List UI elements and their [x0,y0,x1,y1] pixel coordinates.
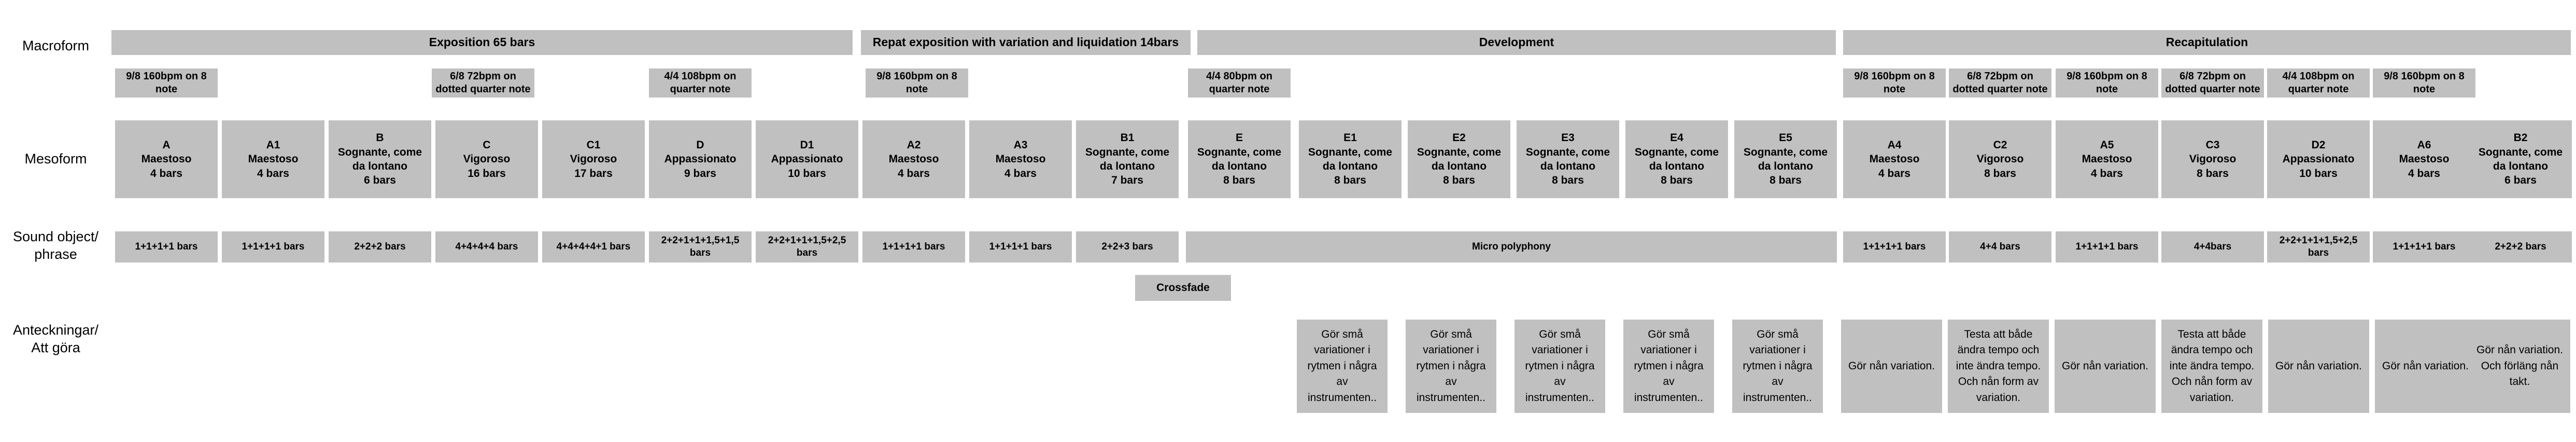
mesoform-section[interactable]: A6 Maestoso 4 bars [2373,120,2475,198]
note-cell[interactable]: Gör nån variation. [2055,320,2156,413]
sound-object-cell[interactable]: 2+2+1+1+1,5+2,5 bars [2267,231,2370,263]
sound-object-cell[interactable]: 2+2+1+1+1,5+2,5 bars [756,231,858,263]
note-cell[interactable]: Gör nån variation. Och förläng nån takt. [2469,320,2570,413]
row-label-notes: Anteckningar/ Att göra [12,322,99,355]
sound-object-cell[interactable]: 1+1+1+1 bars [2056,231,2158,263]
crossfade-marker[interactable]: Crossfade [1135,275,1231,301]
mesoform-section[interactable]: E1 Sognante, come da lontano 8 bars [1299,120,1402,198]
mesoform-section[interactable]: D1 Appassionato 10 bars [756,120,858,198]
note-cell[interactable]: Testa att både ändra tempo och inte ändr… [1948,320,2049,413]
tempo-marking[interactable]: 6/8 72bpm on dotted quarter note [2161,68,2264,98]
macroform-section[interactable]: Recapitulation [1843,30,2571,55]
sound-object-cell[interactable]: 2+2+1+1+1,5+1,5 bars [649,231,752,263]
mesoform-section[interactable]: A Maestoso 4 bars [115,120,218,198]
sound-object-cell[interactable]: 2+2+2 bars [329,231,431,263]
note-cell[interactable]: Gör små variationer i rytmen i några av … [1623,320,1714,413]
note-cell[interactable]: Gör små variationer i rytmen i några av … [1406,320,1496,413]
sound-object-cell[interactable]: 4+4+4+4+1 bars [542,231,645,263]
mesoform-section[interactable]: D Appassionato 9 bars [649,120,752,198]
macroform-section[interactable]: Repat exposition with variation and liqu… [861,30,1191,55]
note-cell[interactable]: Gör nån variation. [2375,320,2476,413]
tempo-marking[interactable]: 9/8 160bpm on 8 note [1843,68,1946,98]
mesoform-section[interactable]: E5 Sognante, come da lontano 8 bars [1734,120,1837,198]
mesoform-section[interactable]: A5 Maestoso 4 bars [2056,120,2158,198]
sound-object-cell[interactable]: 1+1+1+1 bars [222,231,324,263]
mesoform-section[interactable]: A1 Maestoso 4 bars [222,120,324,198]
mesoform-section[interactable]: C3 Vigoroso 8 bars [2161,120,2264,198]
mesoform-section[interactable]: D2 Appassionato 10 bars [2267,120,2370,198]
mesoform-section[interactable]: B2 Sognante, come da lontano 6 bars [2469,120,2572,198]
mesoform-section[interactable]: C2 Vigoroso 8 bars [1949,120,2051,198]
mesoform-section[interactable]: A2 Maestoso 4 bars [862,120,965,198]
note-cell[interactable]: Gör små variationer i rytmen i några av … [1515,320,1605,413]
row-label-sound-object: Sound object/ phrase [12,229,99,262]
mesoform-section[interactable]: E3 Sognante, come da lontano 8 bars [1517,120,1619,198]
tempo-marking[interactable]: 6/8 72bpm on dotted quarter note [1949,68,2051,98]
sound-object-cell[interactable]: 1+1+1+1 bars [2373,231,2475,263]
sound-object-cell[interactable]: 1+1+1+1 bars [862,231,965,263]
tempo-marking[interactable]: 4/4 80bpm on quarter note [1188,68,1291,98]
macroform-section[interactable]: Development [1197,30,1836,55]
sound-object-cell[interactable]: 1+1+1+1 bars [115,231,218,263]
note-cell[interactable]: Gör små variationer i rytmen i några av … [1732,320,1823,413]
note-cell[interactable]: Gör nån variation. [1841,320,1942,413]
mesoform-section[interactable]: A4 Maestoso 4 bars [1843,120,1946,198]
sound-object-cell[interactable]: 4+4+4+4 bars [435,231,538,263]
mesoform-section[interactable]: B1 Sognante, come da lontano 7 bars [1076,120,1179,198]
mesoform-section[interactable]: E Sognante, come da lontano 8 bars [1188,120,1291,198]
row-label-macroform: Macroform [22,38,89,53]
sound-object-cell[interactable]: 2+2+2 bars [2469,231,2572,263]
mesoform-section[interactable]: C Vigoroso 16 bars [435,120,538,198]
tempo-marking[interactable]: 9/8 160bpm on 8 note [2056,68,2158,98]
mesoform-section[interactable]: E4 Sognante, come da lontano 8 bars [1625,120,1728,198]
tempo-marking[interactable]: 6/8 72bpm on dotted quarter note [432,68,534,98]
sound-object-cell[interactable]: 1+1+1+1 bars [1843,231,1946,263]
sound-object-cell[interactable]: 1+1+1+1 bars [969,231,1072,263]
note-cell[interactable]: Testa att både ändra tempo och inte ändr… [2161,320,2262,413]
tempo-marking[interactable]: 9/8 160bpm on 8 note [2373,68,2475,98]
mesoform-section[interactable]: B Sognante, come da lontano 6 bars [329,120,431,198]
sound-object-cell[interactable]: 2+2+3 bars [1076,231,1179,263]
sound-object-cell[interactable]: 4+4bars [2161,231,2264,263]
row-label-mesoform: Mesoform [24,151,87,167]
sound-object-cell[interactable]: Micro polyphony [1186,231,1837,263]
note-cell[interactable]: Gör nån variation. [2268,320,2369,413]
tempo-marking[interactable]: 4/4 108bpm on quarter note [649,68,752,98]
macroform-section[interactable]: Exposition 65 bars [111,30,853,55]
mesoform-section[interactable]: A3 Maestoso 4 bars [969,120,1072,198]
sound-object-cell[interactable]: 4+4 bars [1949,231,2051,263]
note-cell[interactable]: Gör små variationer i rytmen i några av … [1297,320,1388,413]
mesoform-section[interactable]: E2 Sognante, come da lontano 8 bars [1408,120,1510,198]
mesoform-section[interactable]: C1 Vigoroso 17 bars [542,120,645,198]
tempo-marking[interactable]: 9/8 160bpm on 8 note [115,68,218,98]
tempo-marking[interactable]: 4/4 108bpm on quarter note [2267,68,2370,98]
tempo-marking[interactable]: 9/8 160bpm on 8 note [866,68,968,98]
